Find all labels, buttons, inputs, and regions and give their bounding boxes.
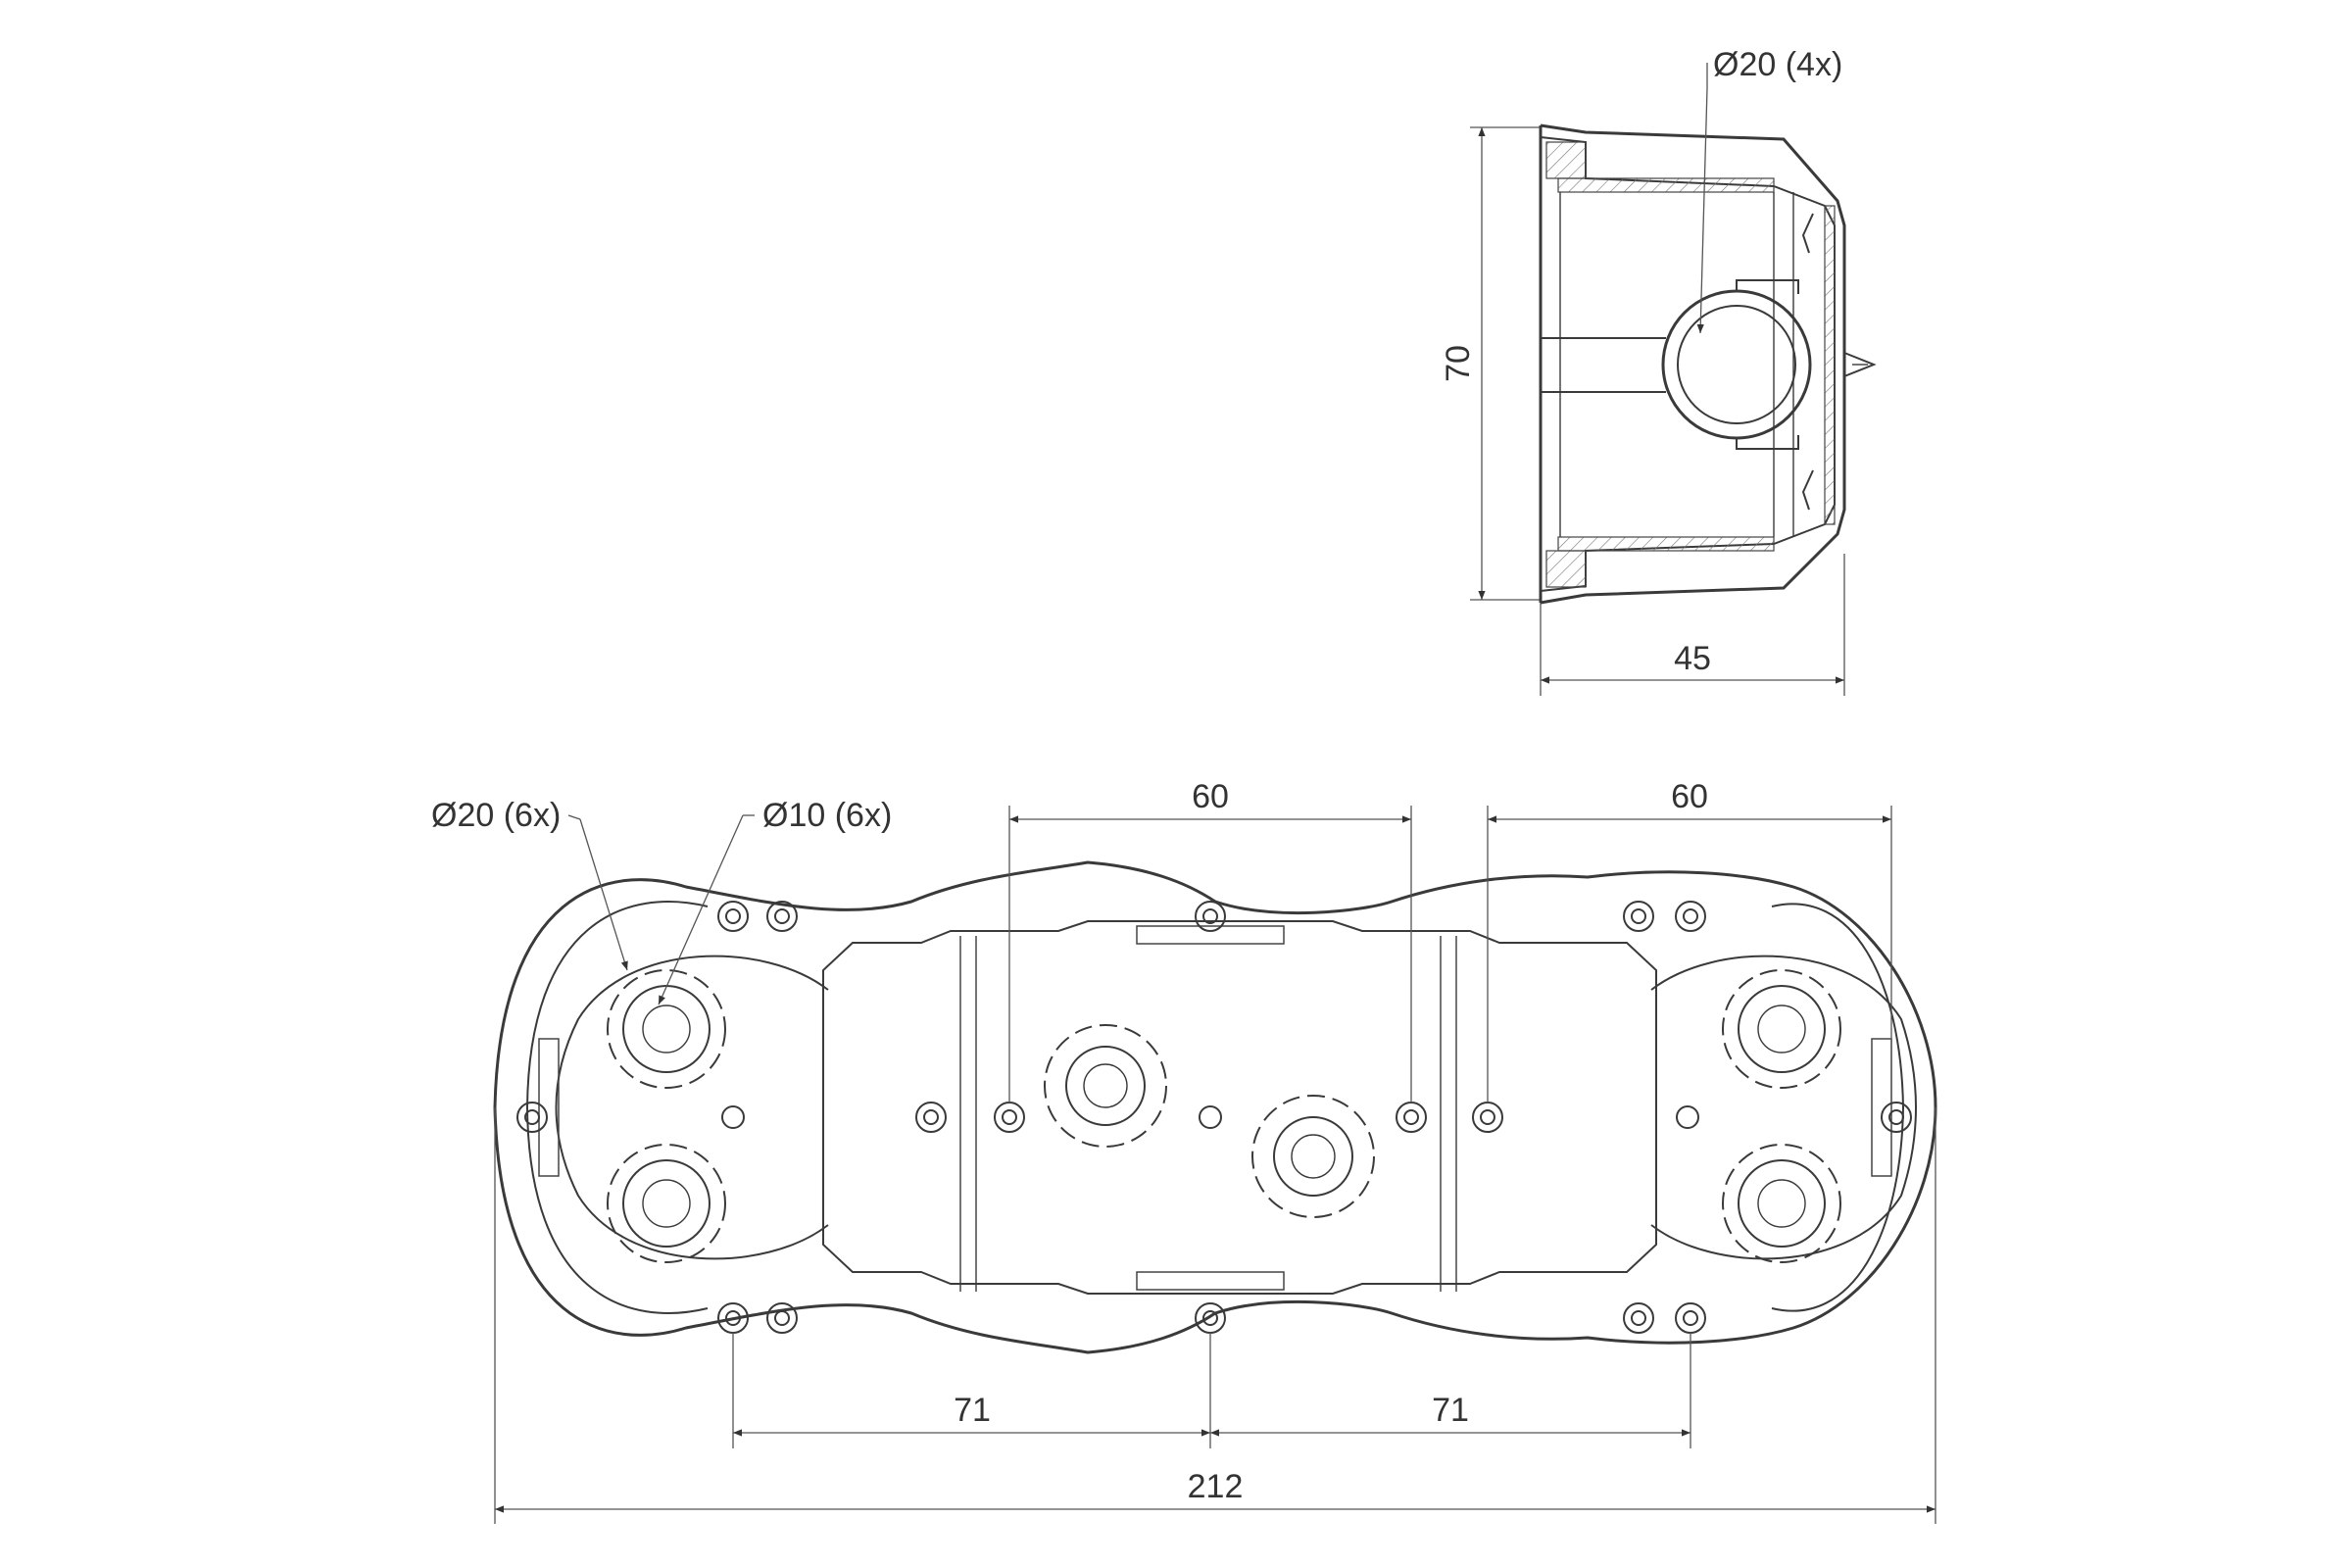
overall-width-label: 212 <box>1188 1468 1244 1505</box>
top-dimension-left: 60 <box>1008 778 1412 1102</box>
overall-dimension: 212 <box>494 1107 1936 1524</box>
knockout-large-2 <box>607 1144 726 1263</box>
knockout-large-3 <box>1044 1024 1167 1148</box>
screw-holes <box>516 901 1912 1334</box>
spacing-bottom-left-label: 71 <box>954 1392 991 1429</box>
large-knockouts <box>607 969 1841 1263</box>
large-hole-label: Ø20 (6x) <box>431 797 561 834</box>
side-hole-callout: Ø20 (4x) <box>1696 46 1842 334</box>
side-view: 70 45 <box>1440 46 1877 696</box>
top-dimension-right: 60 <box>1487 778 1892 1102</box>
bottom-dimension-right: 71 <box>1210 1333 1691 1448</box>
box-section <box>1539 123 1877 605</box>
spacing-top-left-label: 60 <box>1192 778 1229 815</box>
depth-label: 45 <box>1674 640 1711 677</box>
top-view: Ø20 (6x) Ø10 (6x) 60 60 71 <box>431 778 1937 1524</box>
small-hole-label: Ø10 (6x) <box>762 797 892 834</box>
divider-ribs <box>538 925 1892 1292</box>
height-dimension: 70 <box>1440 126 1541 601</box>
side-hole-label: Ø20 (4x) <box>1713 46 1842 83</box>
top-hole-callouts: Ø20 (6x) Ø10 (6x) <box>431 797 892 1005</box>
spacing-bottom-right-label: 71 <box>1432 1392 1469 1429</box>
spacing-top-right-label: 60 <box>1671 778 1708 815</box>
knockout-large-5 <box>1722 969 1841 1089</box>
knockout-large-4 <box>1251 1095 1375 1218</box>
knockout-large-1 <box>607 969 726 1089</box>
height-label: 70 <box>1440 345 1477 382</box>
bottom-dimension-left: 71 <box>732 1333 1211 1448</box>
knockout-large-6 <box>1722 1144 1841 1263</box>
depth-dimension: 45 <box>1540 554 1845 696</box>
